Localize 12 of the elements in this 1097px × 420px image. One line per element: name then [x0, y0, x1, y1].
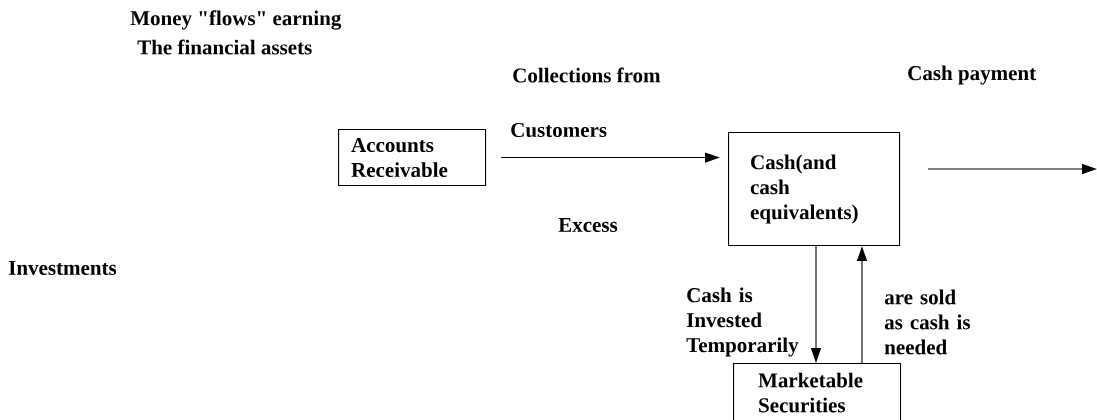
- process-box: Accounts Receivable: [338, 129, 487, 187]
- flow-label: are sold as cash is needed: [884, 289, 970, 355]
- flow-label: Investments: [8, 261, 117, 275]
- flow-label: Customers: [511, 122, 607, 138]
- flow-label: Cash payment: [908, 65, 1036, 85]
- process-box: Cash(and cash equivalents): [728, 132, 901, 247]
- flow-label: Excess: [558, 218, 618, 232]
- process-box: Marketable Securities: [733, 363, 902, 420]
- flow-label: Cash is Invested Temporarily: [686, 287, 799, 357]
- flow-label: The financial assets: [137, 39, 312, 55]
- flow-label: Collections from: [513, 67, 661, 83]
- flow-label: Money "flows" earning: [130, 10, 342, 30]
